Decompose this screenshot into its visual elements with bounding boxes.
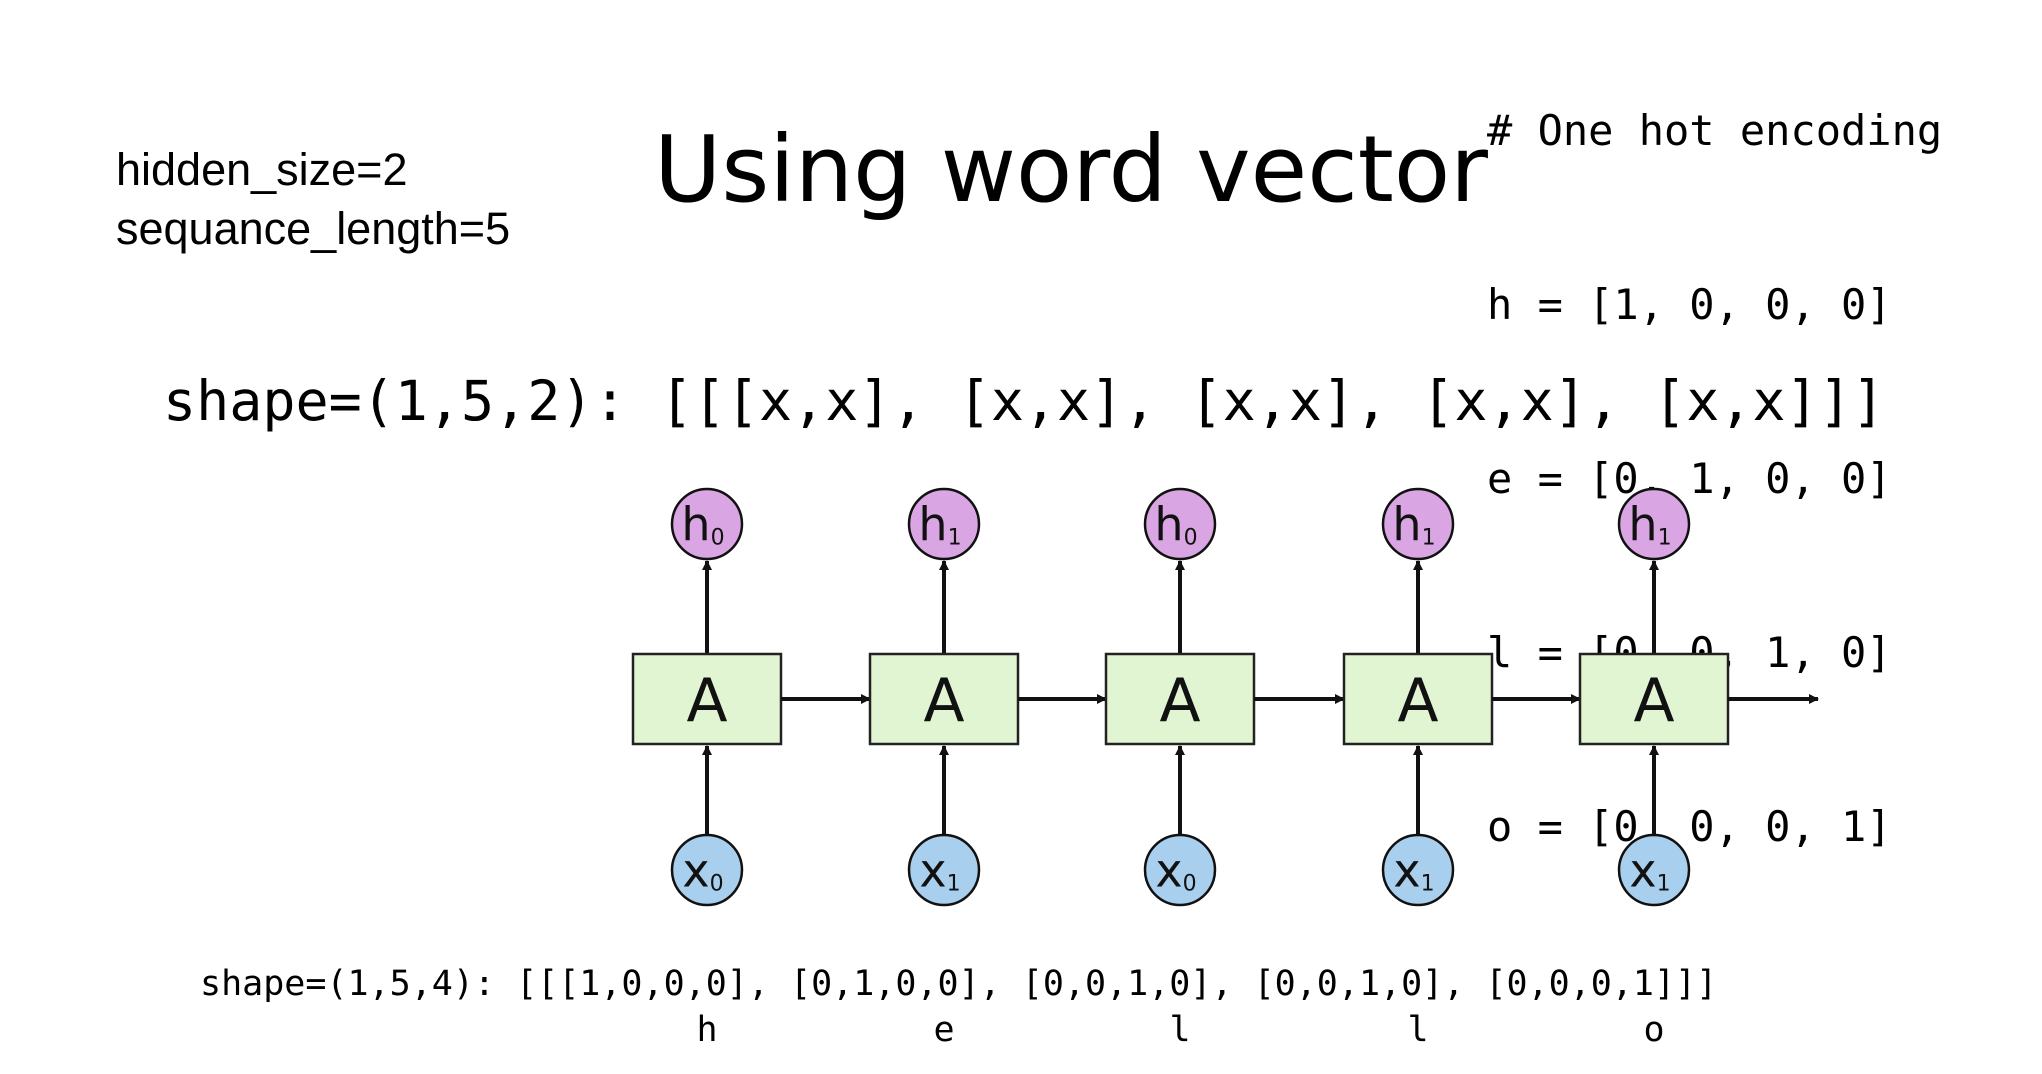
input-character: h: [696, 1010, 718, 1050]
hidden-size-label: hidden_size=2: [116, 144, 408, 195]
input-node: [1617, 833, 1691, 907]
input-node: [1143, 833, 1217, 907]
input-node: [670, 833, 744, 907]
output-shape-text: shape=(1,5,2): [[[x,x], [x,x], [x,x], [x…: [163, 369, 1885, 433]
encoding-line-h: h = [1, 0, 0, 0]: [1487, 280, 1892, 329]
input-character: l: [1407, 1010, 1429, 1050]
one-hot-encoding-block: # One hot encoding h = [1, 0, 0, 0] e = …: [1487, 0, 1942, 972]
rnn-cell-label: A: [923, 666, 964, 736]
input-label: x1: [919, 844, 960, 898]
encoding-line-e: e = [0, 1, 0, 0]: [1487, 454, 1892, 503]
input-node: [907, 833, 981, 907]
hidden-state-node: [670, 487, 744, 561]
encoding-comment: # One hot encoding: [1487, 106, 1943, 155]
input-character: e: [933, 1010, 955, 1050]
rnn-cell: [1342, 652, 1494, 746]
hidden-state-node: [907, 487, 981, 561]
hidden-state-label: h0: [681, 498, 724, 552]
input-label: x1: [1629, 844, 1670, 898]
rnn-parameters: hidden_size=2 sequance_length=5: [116, 140, 510, 258]
rnn-cell: [1104, 652, 1256, 746]
sequence-length-label: sequance_length=5: [116, 203, 511, 254]
rnn-cell-label: A: [1159, 666, 1200, 736]
slide-title: Using word vector: [654, 116, 1488, 223]
hidden-state-node: [1617, 487, 1691, 561]
hidden-state-label: h1: [918, 498, 961, 552]
hidden-state-label: h1: [1628, 498, 1671, 552]
rnn-cell-label: A: [1397, 666, 1438, 736]
rnn-cell: [1578, 652, 1730, 746]
rnn-cell: [868, 652, 1020, 746]
input-label: x0: [1155, 844, 1196, 898]
hidden-state-label: h0: [1154, 498, 1197, 552]
input-label: x0: [682, 844, 723, 898]
rnn-cell-label: A: [686, 666, 727, 736]
input-character: o: [1643, 1010, 1665, 1050]
input-character: l: [1169, 1010, 1191, 1050]
hidden-state-node: [1143, 487, 1217, 561]
rnn-cell: [631, 652, 783, 746]
hidden-state-label: h1: [1392, 498, 1435, 552]
input-label: x1: [1393, 844, 1434, 898]
rnn-cell-label: A: [1633, 666, 1674, 736]
input-node: [1381, 833, 1455, 907]
input-shape-text: shape=(1,5,4): [[[1,0,0,0], [0,1,0,0], […: [200, 964, 1718, 1004]
hidden-state-node: [1381, 487, 1455, 561]
